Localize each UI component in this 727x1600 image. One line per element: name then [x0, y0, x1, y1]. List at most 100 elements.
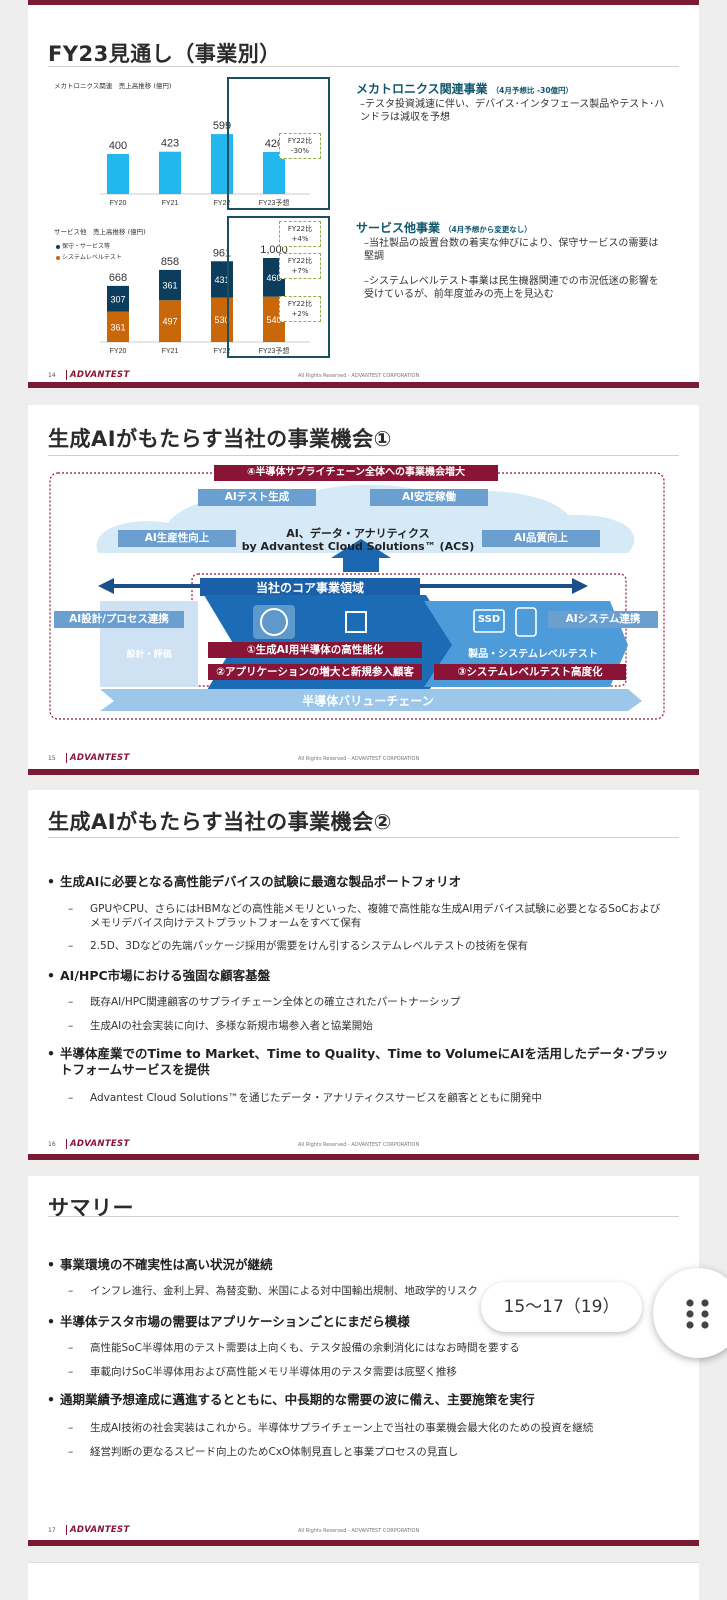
product-system-label: 製品・システムレベルテスト [468, 649, 598, 660]
annotation-system-test: FY22比 +2% [279, 296, 321, 322]
fy23-highlight-box-1 [227, 77, 330, 210]
bar [263, 152, 285, 194]
acs-line-2: by Advantest Cloud Solutions™ (ACS) [241, 540, 475, 553]
bar [107, 154, 129, 194]
advantest-logo: ADVANTEST [66, 1525, 130, 1535]
service-text-1: –当社製品の設置台数の着実な伸びにより、保守サービスの需要は堅調 [364, 238, 659, 262]
tablet-icon [515, 607, 537, 637]
bar-value-label: 599 [213, 120, 231, 132]
ai-stable-label: AI安定稼働 [370, 489, 488, 506]
ai-productivity-label: AI生産性向上 [118, 530, 236, 547]
value-chain-bar [100, 689, 642, 711]
grid-dots-icon [686, 1299, 709, 1329]
x-tick-label: FY20 [110, 348, 127, 355]
bar [159, 151, 181, 194]
x-tick-label: FY22 [214, 348, 231, 355]
total-label: 668 [109, 272, 127, 284]
bullet-3: 半導体産業でのTime to Market、Time to Quality、Ti… [47, 1046, 673, 1078]
page-title: 生成AIがもたらす当社の事業機会① [48, 427, 392, 451]
opportunity-2: ②アプリケーションの増大と新規参入顧客 [208, 664, 422, 680]
page-number: 15 [48, 755, 56, 762]
bullet-2-sub-2: 車載向けSoC半導体用および高性能メモリ半導体用のテスタ需要は底堅く推移 [68, 1365, 669, 1379]
bullet-1-sub-1: GPUやCPU、さらにはHBMなどの高性能メモリといった、複雑で高性能な生成AI… [68, 902, 669, 930]
advantest-logo: ADVANTEST [66, 370, 130, 380]
bullet-3: 通期業績予想達成に邁進するとともに、中長期的な需要の波に備え、主要施策を実行 [47, 1392, 673, 1408]
bar-value-label: 400 [109, 140, 127, 152]
thumbnail-grid-button[interactable] [653, 1268, 727, 1358]
bar-value-label: 420 [265, 138, 283, 150]
copyright: All Rights Reserved - ADVANTEST CORPORAT… [298, 1142, 420, 1148]
bullet-3-sub-2: 経営判断の更なるスピード向上のためCxO体制見直しと事業プロセスの見直し [68, 1445, 669, 1459]
core-label-bg [200, 578, 420, 596]
legend-dot-navy [56, 244, 60, 249]
x-tick-label: FY20 [110, 200, 127, 207]
service-text-2: –システムレベルテスト事業は民生機器関連での市況低迷の影響を受けているが、前年度… [364, 276, 659, 300]
opportunity-3: ③システムレベルテスト高度化 [434, 664, 626, 680]
page-number: 14 [48, 372, 56, 379]
page-number: 17 [48, 1527, 56, 1534]
stack-segment [107, 311, 129, 342]
slide-bottom-bar [28, 1540, 699, 1546]
bullet-1: 事業環境の不確実性は高い状況が継続 [47, 1257, 673, 1273]
total-label: 961 [213, 247, 231, 259]
bullet-1-sub-2: 2.5D、3Dなどの先端パッケージ採用が需要をけん引するシステムレベルテストの技… [68, 939, 669, 953]
segment-value-label: 431 [214, 275, 229, 285]
chip-icon [345, 611, 367, 633]
bullet-3-sub-1: 生成AI技術の社会実装はこれから。半導体サプライチェーン上で当社の事業機会最大化… [68, 1421, 669, 1435]
design-eval-label: 設計・評価 [126, 650, 172, 660]
segment-value-label: 307 [110, 294, 125, 304]
title-rule [48, 455, 679, 456]
slide-bottom-bar [28, 382, 699, 388]
bullet-2: AI/HPC市場における強固な顧客基盤 [47, 968, 673, 984]
segment-value-label: 530 [214, 315, 229, 325]
core-arrow-left [98, 578, 114, 594]
advantest-logo: ADVANTEST [66, 1139, 130, 1149]
page-title: サマリー [48, 1196, 134, 1220]
x-tick-label: FY22 [214, 200, 231, 207]
core-label: 当社のコア事業領域 [255, 581, 364, 595]
title-rule [48, 837, 679, 838]
segment-value-label: 497 [162, 317, 177, 327]
x-tick-label: FY23予想 [259, 346, 290, 355]
up-arrow-head [331, 539, 391, 558]
ai-test-label: AIテスト生成 [198, 489, 316, 506]
outer-dotted-frame [49, 472, 665, 720]
slide-top-bar [28, 0, 699, 5]
page-title: 生成AIがもたらす当社の事業機会② [48, 810, 392, 834]
bullet-1: 生成AIに必要となる高性能デバイスの試験に最適な製品ポートフォリオ [47, 874, 673, 890]
ai-system-label: AIシステム連携 [548, 611, 658, 628]
slide-top-bar [28, 1562, 699, 1563]
ai-quality-label: AI品質向上 [482, 530, 600, 547]
stack-segment [107, 285, 129, 312]
x-tick-label: FY21 [162, 348, 179, 355]
ssd-icon-frame [473, 609, 505, 633]
slide-16: 生成AIがもたらす当社の事業機会② 生成AIに必要となる高性能デバイスの試験に最… [28, 790, 699, 1160]
title-rule [48, 1216, 679, 1217]
bullet-1-sub-1: インフレ進行、金利上昇、為替変動、米国による対中国輸出規制、地政学的リスク [68, 1284, 489, 1298]
x-tick-label: FY23予想 [259, 198, 290, 207]
bullet-2-sub-2: 生成AIの社会実装に向け、多様な新規市場参入者と協業開始 [68, 1019, 669, 1033]
bullet-3-sub-1: Advantest Cloud Solutions™を通じたデータ・アナリティク… [68, 1091, 669, 1105]
annotation-mecha: FY22比 -30% [279, 133, 321, 159]
legend-maintenance: 保守・サービス等 [56, 241, 110, 250]
slide-17: サマリー 事業環境の不確実性は高い状況が継続 インフレ進行、金利上昇、為替変動、… [28, 1176, 699, 1546]
mecha-text: –テスタ投資減速に伴い、デバイス･インタフェース製品やテスト･ハンドラは減収を予… [360, 99, 665, 123]
core-arrow-right [572, 578, 588, 594]
service-stacked-chart: 361307668FY20497361858FY21530431961FY225… [100, 244, 310, 355]
page-indicator[interactable]: 15～17（19） [481, 1282, 642, 1332]
mecha-title: メカトロニクス関連事業（4月予想比 -30億円） [356, 82, 574, 96]
slide-bottom-bar [28, 769, 699, 775]
advantest-logo: ADVANTEST [66, 753, 130, 763]
chart2-title: サービス他 売上高推移 (億円) [54, 228, 146, 236]
acs-line-1: AI、データ・アナリティクス [286, 527, 430, 540]
legend-system-test: システムレベルテスト [56, 252, 122, 261]
chart1-title: メカトロニクス関連 売上高推移 (億円) [54, 82, 172, 90]
segment-value-label: 361 [110, 322, 125, 332]
up-arrow-shaft [343, 558, 379, 572]
page-title: FY23見通し（事業別） [48, 42, 281, 66]
ssd-icon-label: SSD [477, 614, 501, 625]
slide-18-partial [28, 1562, 699, 1600]
fy23-highlight-box-2 [227, 216, 330, 358]
segment-value-label: 361 [162, 281, 177, 291]
